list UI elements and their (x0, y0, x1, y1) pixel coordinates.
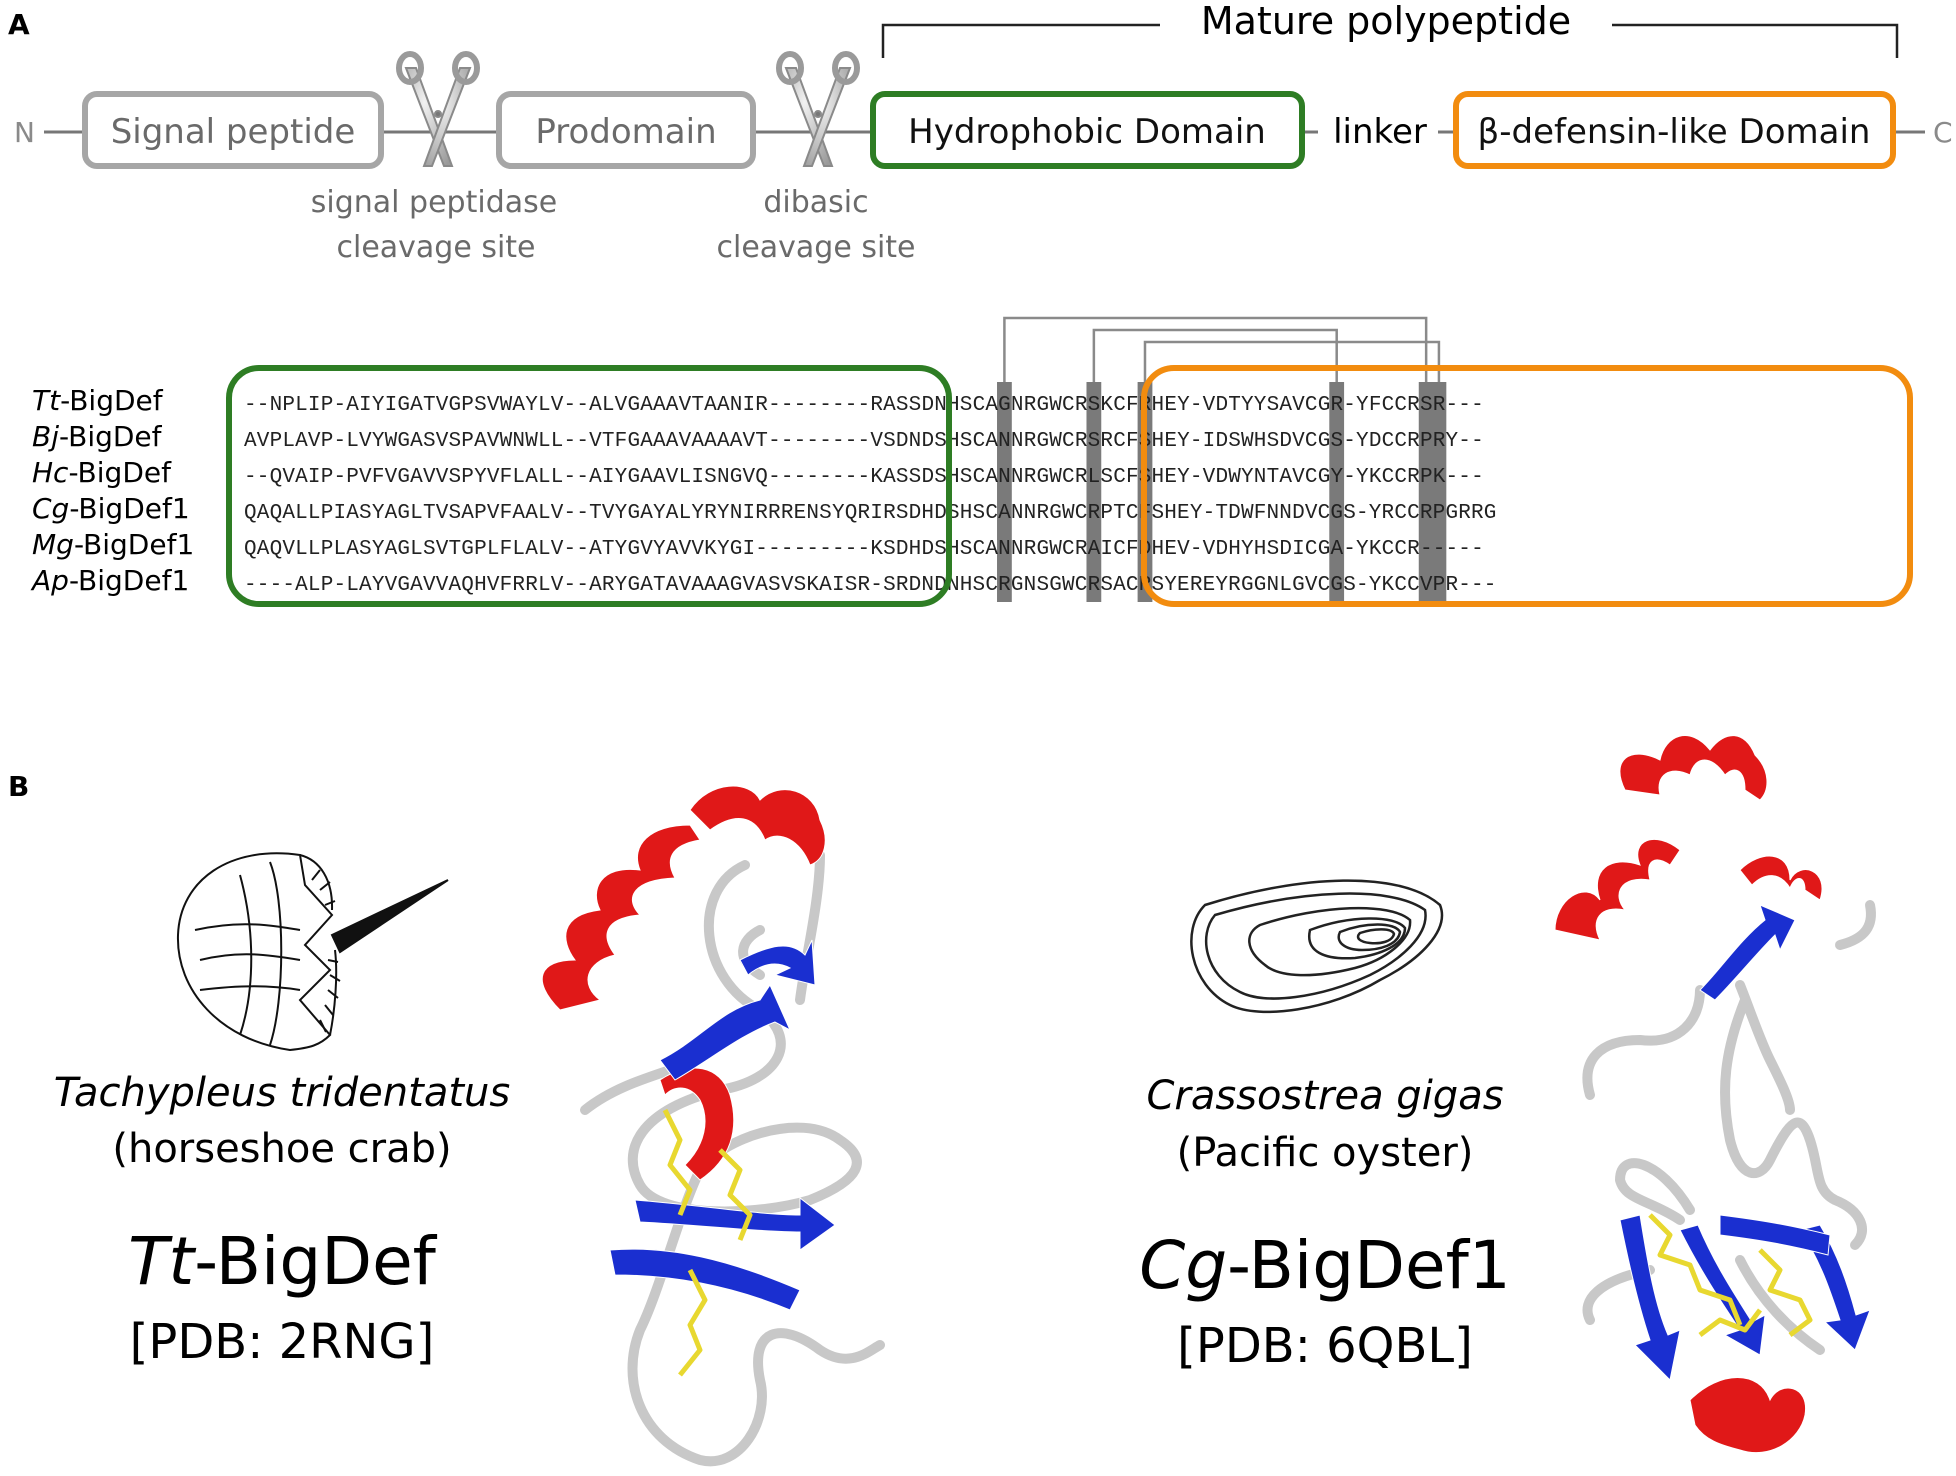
panel-a-label: A (8, 8, 30, 41)
oyster-icon (1190, 879, 1444, 1014)
hydrophobic-domain-box: Hydrophobic Domain (870, 91, 1305, 169)
common-name-2: (Pacific oyster) (1177, 1130, 1474, 1176)
sequence-row: QAQALLPIASYAGLTVSAPVFAALV--TVYGAYALYRYNI… (244, 502, 1496, 525)
defensin-domain-label: β-defensin-like Domain (1478, 112, 1871, 152)
signal-peptide-label: Signal peptide (111, 112, 356, 152)
scissors-icon (776, 51, 860, 167)
sequence-row: QAQVLLPLASYAGLSVTGPLFLALV--ATYGVYAVVKYGI… (244, 538, 1484, 561)
signal-cleavage-label-line1: signal peptidase (311, 185, 557, 220)
mature-bracket (881, 23, 1899, 58)
protein-structure-2 (1554, 735, 1876, 1454)
protein-structure-1 (541, 785, 885, 1467)
disulfide-bond-line (1003, 316, 1428, 382)
disulfide-bond-line (1143, 340, 1441, 382)
species-label: Bj-BigDef (32, 420, 163, 453)
protein-name-2: Cg-BigDef1 (1139, 1227, 1511, 1304)
scissors-icon (396, 51, 480, 167)
alignment-sequences: --NPLIP-AIYIGATVGPSVWAYLV--ALVGAAAVTAANI… (244, 394, 1496, 597)
sequence-row: --NPLIP-AIYIGATVGPSVWAYLV--ALVGAAAVTAANI… (244, 394, 1484, 417)
c-terminus-label: C (1933, 116, 1953, 149)
alignment-hydrophobic-box (226, 365, 952, 607)
prodomain-box: Prodomain (496, 91, 756, 169)
species-name-1: Tachypleus tridentatus (54, 1070, 510, 1116)
sequence-row: ----ALP-LAYVGAVVAQHVFRRLV--ARYGATAVAAAGV… (244, 574, 1496, 597)
mature-label: Mature polypeptide (1201, 0, 1571, 43)
alignment-defensin-box (1141, 365, 1913, 607)
disulfide-bond-line (1092, 328, 1338, 382)
protein-name-1: Tt-BigDef (128, 1223, 438, 1300)
horseshoe-crab-icon (176, 852, 449, 1052)
cysteine-column (997, 382, 1012, 602)
species-label: Hc-BigDef (32, 456, 172, 489)
cysteine-column (1086, 382, 1102, 602)
cysteine-highlight-columns (997, 382, 1447, 602)
prodomain-label: Prodomain (535, 112, 716, 152)
linker-gap (1318, 110, 1438, 154)
dibasic-cleavage-label-line1: dibasic (763, 185, 868, 220)
hydrophobic-domain-label: Hydrophobic Domain (908, 112, 1266, 152)
alignment-species-labels: Tt-BigDefBj-BigDefHc-BigDefCg-BigDef1Mg-… (30, 384, 194, 597)
dibasic-cleavage-label-line2: cleavage site (716, 230, 915, 265)
cysteine-column (1418, 382, 1434, 602)
species-label: Cg-BigDef1 (32, 492, 190, 525)
n-terminus-label: N (14, 116, 35, 149)
linker-label: linker (1333, 112, 1427, 152)
species-label: Tt-BigDef (32, 384, 164, 417)
signal-cleavage-label-line2: cleavage site (336, 230, 535, 265)
panel-b-label: B (8, 770, 29, 803)
species-name-2: Crassostrea gigas (1146, 1073, 1503, 1119)
pdb-id-1: [PDB: 2RNG] (130, 1314, 435, 1370)
disulfide-connectors (1003, 316, 1441, 382)
common-name-1: (horseshoe crab) (112, 1126, 451, 1172)
signal-peptide-box: Signal peptide (82, 91, 384, 169)
cysteine-column (1329, 382, 1345, 602)
sequence-row: AVPLAVP-LVYWGASVSPAVWNWLL--VTFGAAAVAAAAV… (244, 430, 1484, 453)
species-label: Mg-BigDef1 (32, 528, 194, 561)
pdb-id-2: [PDB: 6QBL] (1177, 1318, 1473, 1374)
sequence-row: --QVAIP-PVFVGAVVSPYVFLALL--AIYGAAVLISNGV… (244, 466, 1484, 489)
defensin-domain-box: β-defensin-like Domain (1453, 91, 1896, 169)
cysteine-column (1431, 382, 1447, 602)
species-label: Ap-BigDef1 (30, 564, 189, 597)
